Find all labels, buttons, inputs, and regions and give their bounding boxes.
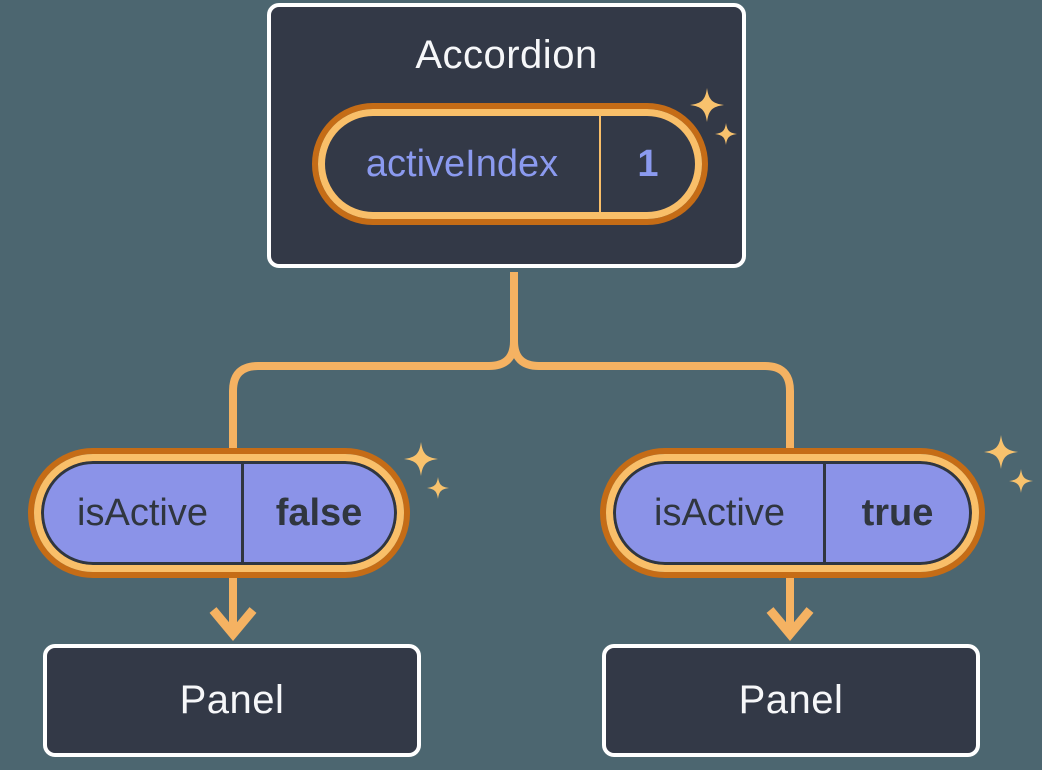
prop-value-right: true [861,491,934,534]
prop-name-left: isActive [77,491,208,534]
state-value: 1 [637,142,659,185]
arrowhead-left-icon [209,607,257,642]
state-pill: activeIndex 1 [312,103,708,225]
child-panel-right: Panel [602,644,980,757]
connector-branch-right [510,330,794,628]
child-panel-right-title: Panel [738,678,844,722]
prop-name-right: isActive [654,491,785,534]
pill-divider [241,464,244,562]
child-panel-left-title: Panel [179,678,285,722]
root-component-title: Accordion [415,33,598,77]
pill-divider [599,116,601,212]
state-name: activeIndex [365,142,559,185]
prop-pill-left: isActive false [28,448,410,578]
arrowhead-right-icon [766,607,814,642]
prop-value-left: false [275,491,363,534]
prop-pill-right: isActive true [600,448,985,578]
pill-divider [823,464,826,562]
child-panel-left: Panel [43,644,421,757]
